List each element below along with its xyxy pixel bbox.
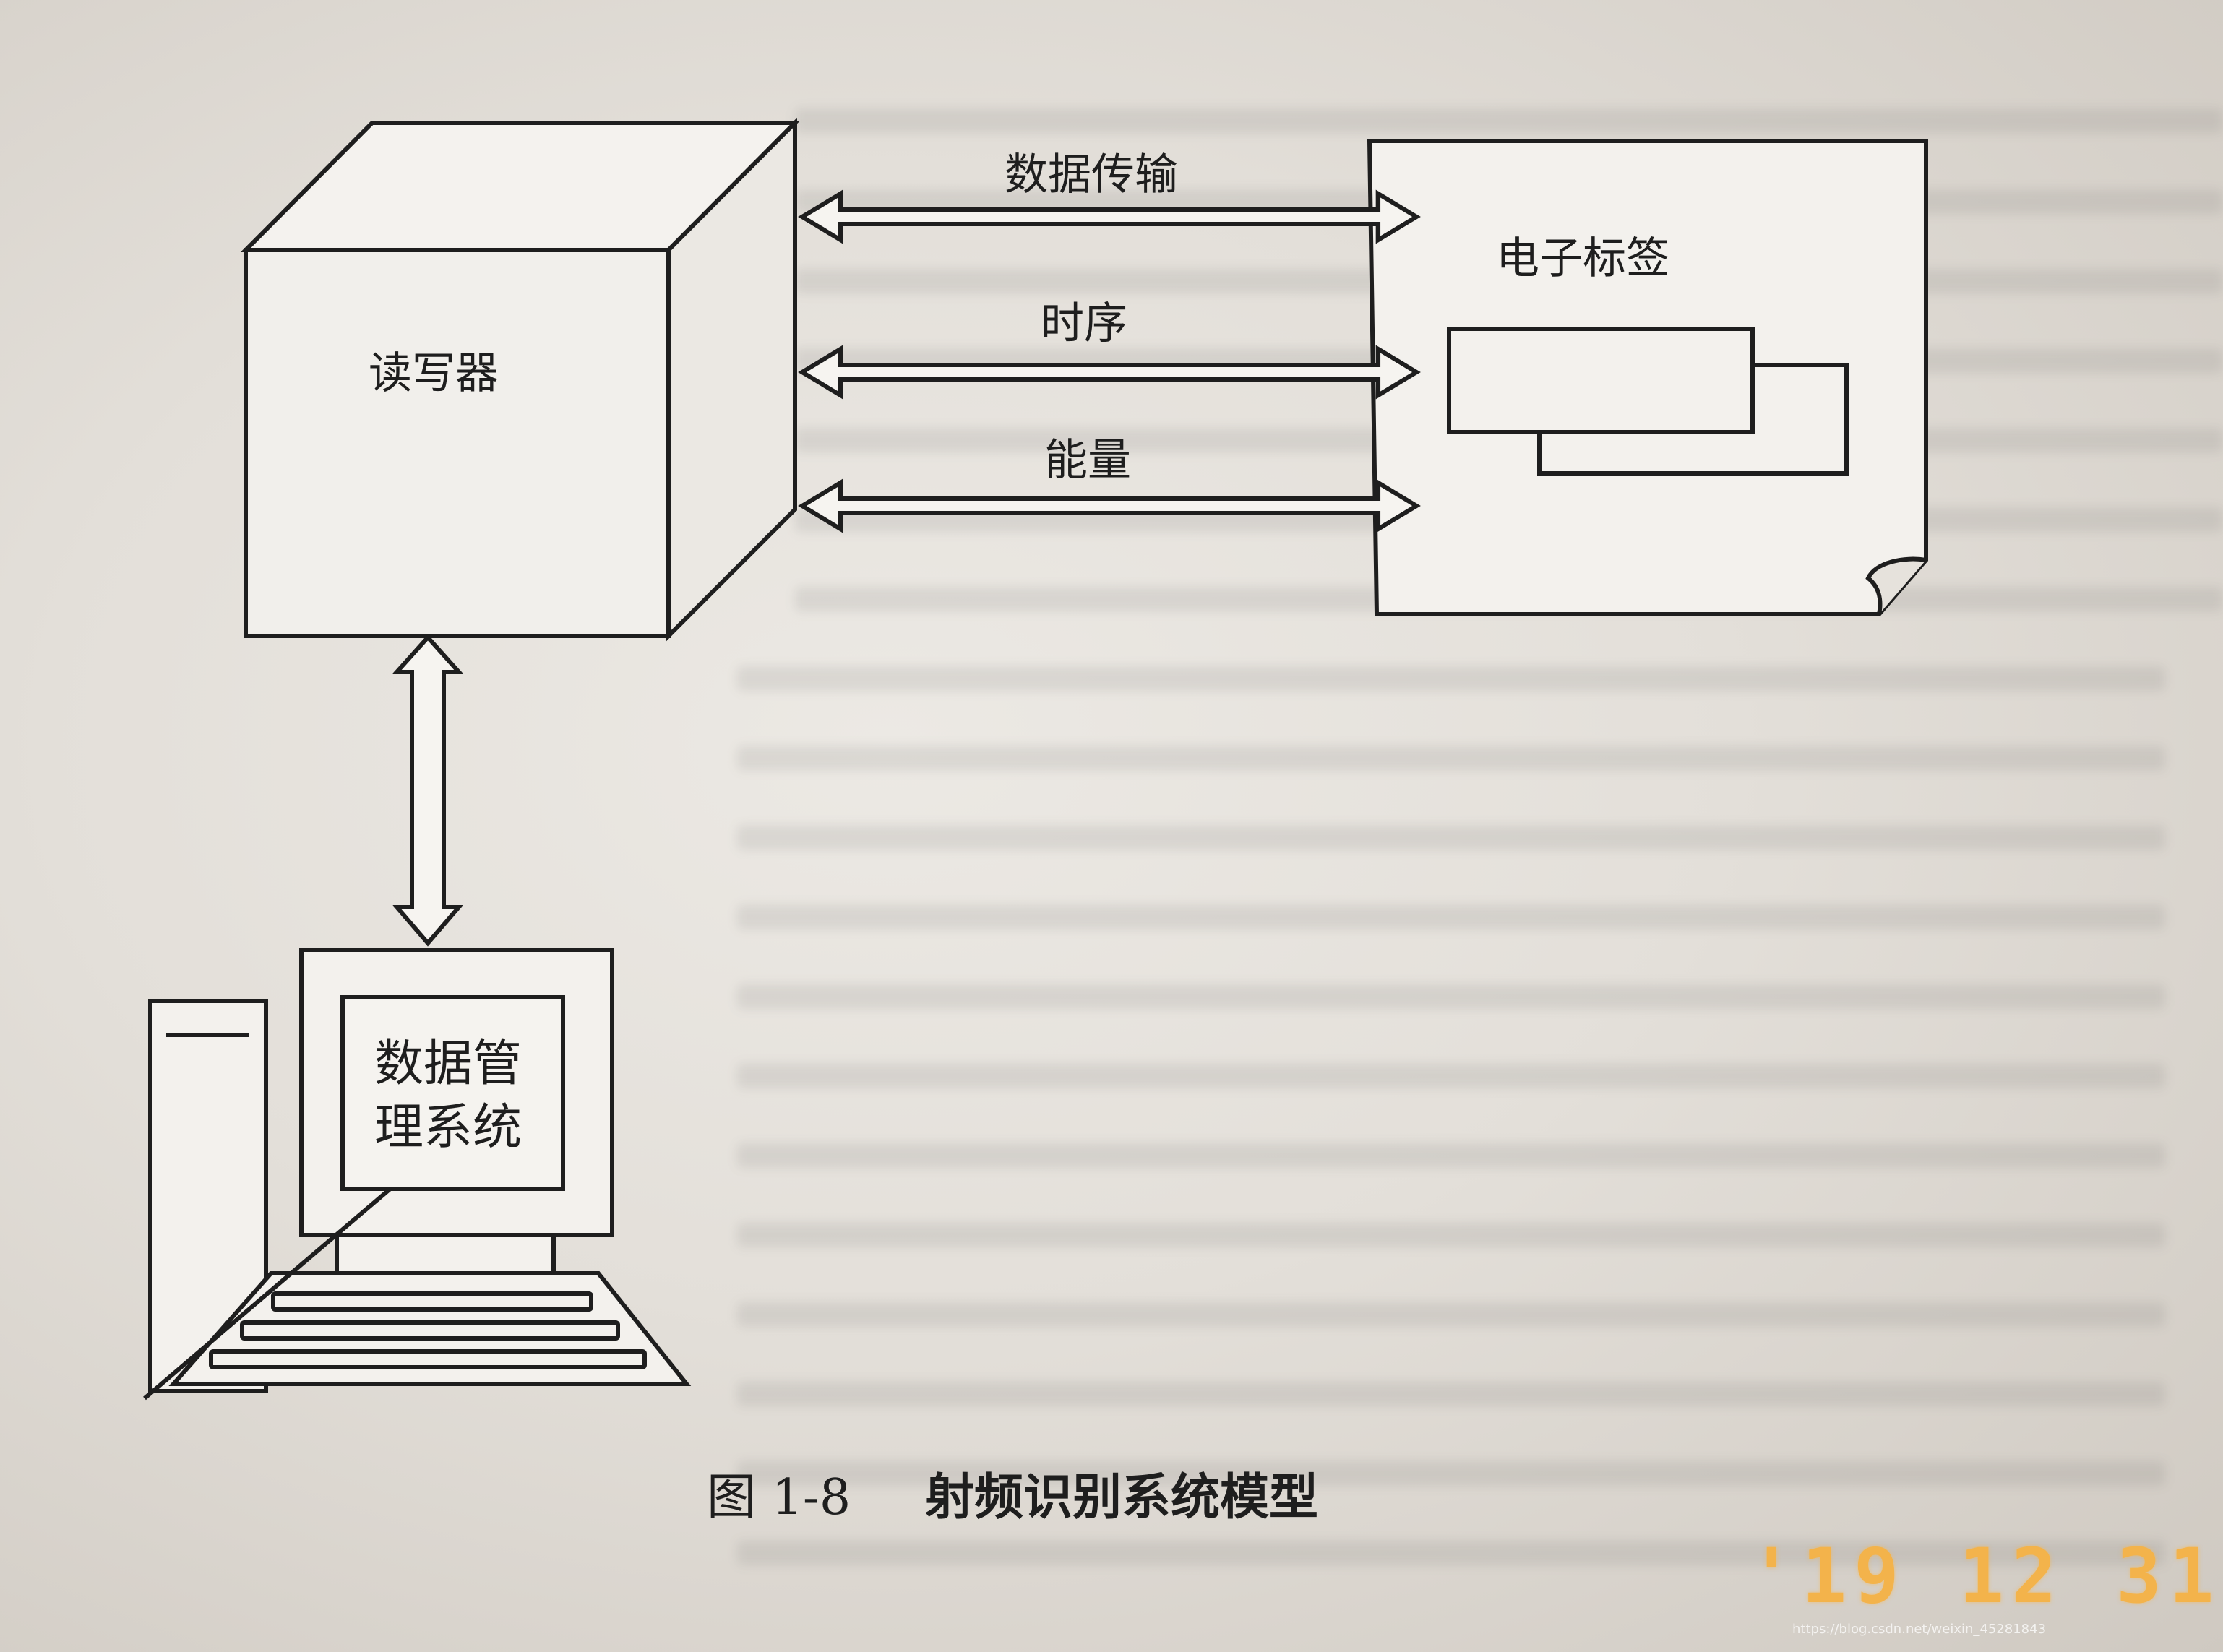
bleed-through-row [737,825,2165,850]
tag-curl [1865,556,1927,615]
energy-arrow [802,483,1416,529]
reader-cube-front [244,248,671,638]
reader-cube [240,117,801,642]
tag-chip-front [1447,327,1755,434]
dms-label-line1: 数据管 [374,1036,522,1093]
bleed-through-row [795,108,2223,133]
figure-number: 图 1-8 [707,1469,851,1526]
figure-title: 射频识别系统模型 [925,1468,1318,1526]
timing-label: 时序 [1041,298,1127,349]
bleed-through-row [737,1143,2165,1168]
bleed-through-row [737,1223,2165,1247]
tag-label: 电子标签 [1496,233,1669,284]
keyboard-row [240,1320,620,1341]
bleed-through-row [737,1382,2165,1406]
keyboard-row [271,1291,593,1312]
keyboard-row [209,1349,647,1369]
energy-label: 能量 [1044,435,1131,486]
source-watermark: https://blog.csdn.net/weixin_45281843 [1792,1622,2047,1637]
bleed-through-row [737,1461,2165,1486]
bleed-through-row [737,746,2165,770]
bleed-through-row [737,1302,2165,1327]
electronic-tag [1367,139,1928,616]
dms-label-line2: 理系统 [374,1099,522,1156]
bleed-through-row [737,905,2165,929]
reader-label: 读写器 [369,348,499,399]
data-transfer-arrow [802,194,1416,240]
monitor-stand [335,1232,556,1277]
timing-arrow [802,349,1416,395]
bleed-through-row [737,984,2165,1009]
desk-edge [143,1187,392,1401]
data-transfer-label: 数据传输 [1005,150,1178,200]
reader-computer-arrow [392,634,464,947]
monitor-screen [340,995,565,1191]
photo-date-stamp: '19 12 31 [1749,1532,2222,1620]
computer [143,948,692,1401]
bleed-through-row [737,666,2165,691]
bleed-through-row [737,1064,2165,1088]
bleed-through-row [737,1541,2165,1565]
